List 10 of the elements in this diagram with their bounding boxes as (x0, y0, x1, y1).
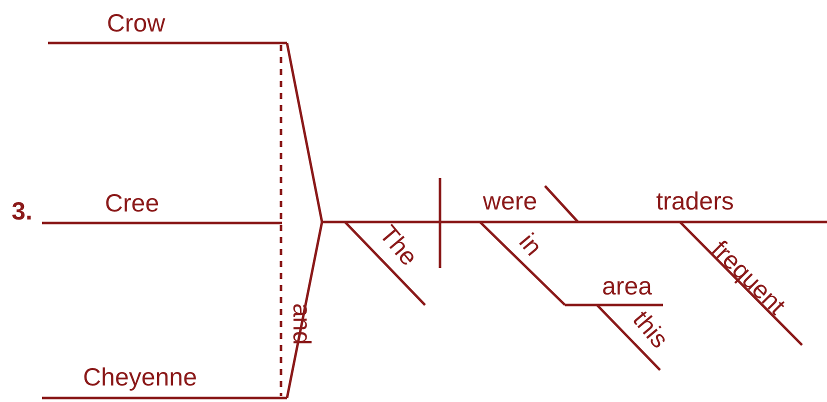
word: area (602, 274, 652, 300)
word: Crow (106, 12, 166, 36)
word: Cheyenne (83, 366, 197, 390)
word: this (628, 307, 672, 353)
word: in (514, 230, 546, 260)
word: Cree (104, 192, 160, 216)
word: traders (656, 190, 734, 214)
word: The (374, 221, 422, 271)
word: were (482, 190, 538, 214)
item-number: 3. (12, 200, 32, 224)
